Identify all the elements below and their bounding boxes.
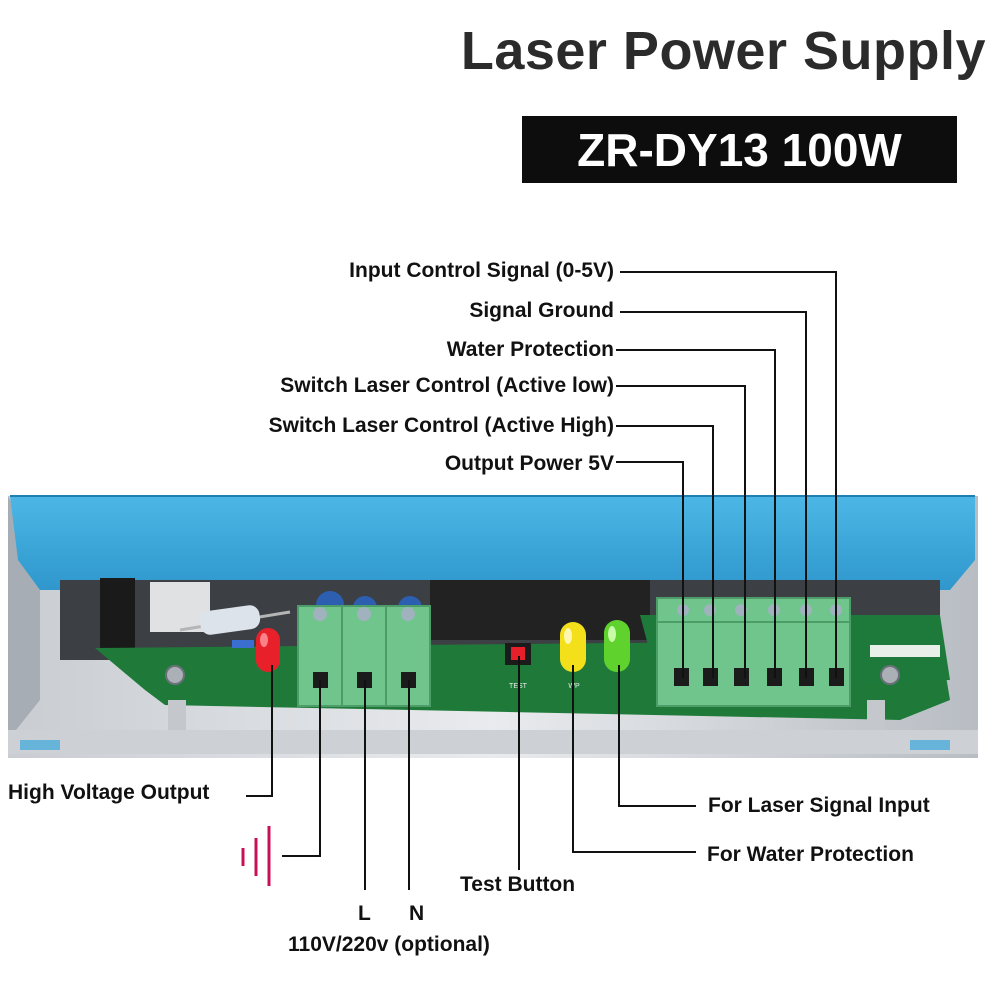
green-led: [604, 620, 630, 672]
label-neutral: N: [409, 902, 425, 925]
wp-silkscreen: WP: [568, 683, 580, 690]
label-laser-signal-input: For Laser Signal Input: [708, 794, 930, 817]
label-live: L: [358, 902, 371, 925]
label-switch-laser-active-low: Switch Laser Control (Active low): [280, 374, 614, 397]
yellow-led: WP: [560, 622, 586, 690]
blue-case-lid: [10, 495, 975, 590]
label-output-power-5v: Output Power 5V: [444, 452, 614, 475]
model-badge: ZR-DY13 100W: [522, 116, 957, 183]
diode-component: [179, 605, 291, 648]
ground-icon: [241, 826, 271, 886]
signal-terminal-block: [656, 597, 851, 707]
label-for-water-protection: For Water Protection: [707, 843, 914, 866]
label-switch-laser-active-high: Switch Laser Control (Active High): [268, 414, 614, 437]
page-title: Laser Power Supply: [460, 21, 986, 81]
label-signal-ground: Signal Ground: [469, 299, 614, 322]
red-led: [256, 628, 280, 672]
label-test-button: Test Button: [460, 873, 576, 896]
bottom-callout-lines: [246, 656, 696, 890]
top-callout-lines: [616, 271, 837, 678]
label-mains-voltage: 110V/220v (optional): [288, 933, 490, 956]
label-high-voltage-output: High Voltage Output: [8, 781, 210, 804]
label-water-protection: Water Protection: [446, 338, 614, 361]
label-input-control-signal: Input Control Signal (0-5V): [349, 259, 614, 282]
